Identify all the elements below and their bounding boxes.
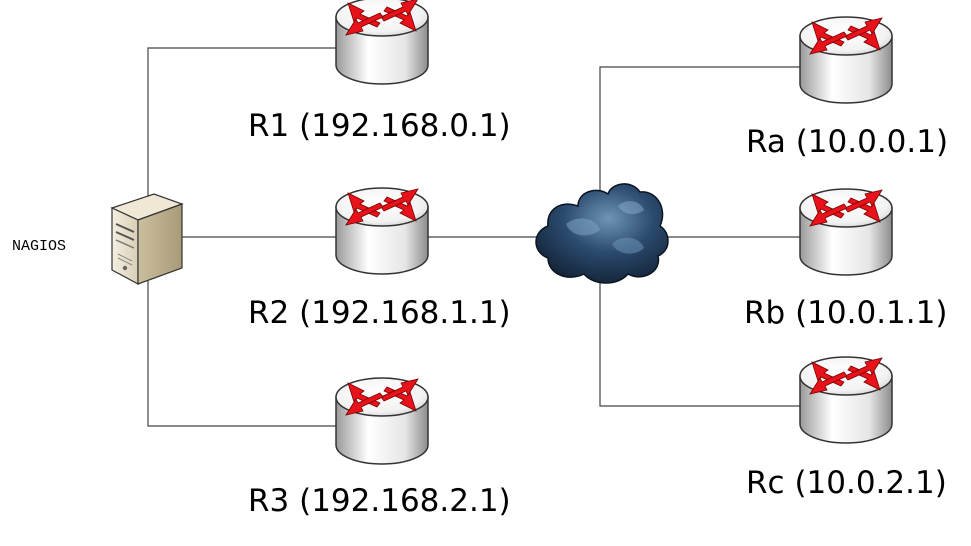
router-icon-rc[interactable] (799, 356, 893, 444)
link-nagios-r3 (147, 280, 336, 427)
router-label-r1: R1 (192.168.0.1) (248, 108, 511, 144)
router-icon-r2[interactable] (335, 187, 429, 275)
connection-lines (147, 47, 800, 427)
router-icon-r3[interactable] (335, 377, 429, 465)
link-cloud-rc (599, 280, 800, 407)
router-label-r3: R3 (192.168.2.1) (248, 483, 511, 519)
server-label: NAGIOS (12, 238, 67, 255)
router-label-rb: Rb (10.0.1.1) (744, 295, 948, 331)
server-icon[interactable] (110, 193, 184, 286)
link-nagios-r1 (147, 47, 336, 200)
router-label-ra: Ra (10.0.0.1) (746, 124, 949, 160)
router-icon-ra[interactable] (799, 16, 893, 104)
cloud-icon[interactable] (535, 183, 669, 284)
router-label-rc: Rc (10.0.2.1) (746, 465, 947, 501)
link-cloud-ra (599, 66, 800, 195)
router-label-r2: R2 (192.168.1.1) (248, 295, 511, 331)
router-icon-rb[interactable] (799, 188, 893, 276)
router-icon-r1[interactable] (335, 0, 429, 85)
